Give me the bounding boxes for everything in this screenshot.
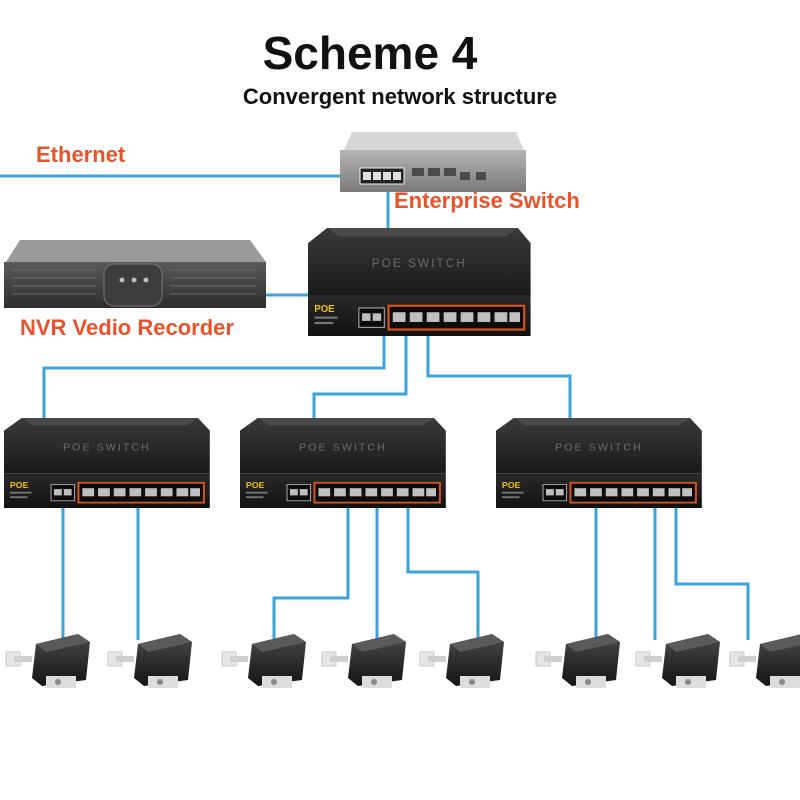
- camera-6: [535, 633, 621, 689]
- enterprise-switch-label: Enterprise Switch: [394, 188, 580, 213]
- camera-5: [419, 633, 505, 689]
- cables: [0, 174, 750, 640]
- camera-3: [221, 633, 307, 689]
- cable-cam-3: [272, 505, 350, 640]
- page-subtitle: Convergent network structure: [242, 84, 558, 109]
- cable-to-switch-right: [426, 335, 572, 418]
- nvr-recorder: [4, 240, 266, 308]
- camera-4: [321, 633, 407, 689]
- cable-to-switch-left: [42, 335, 386, 418]
- cable-cam-8: [674, 505, 750, 640]
- camera-1: [5, 633, 91, 689]
- page-title: Scheme 4: [262, 27, 478, 79]
- poe-switch-main: [306, 226, 532, 338]
- enterprise-switch: [340, 132, 526, 192]
- camera-8: [729, 633, 800, 689]
- camera-2: [107, 633, 193, 689]
- camera-7: [635, 633, 721, 689]
- poe-switch-middle: [239, 417, 447, 509]
- nvr-recorder-label: NVR Vedio Recorder: [20, 315, 234, 340]
- ethernet-label: Ethernet: [36, 142, 126, 167]
- poe-switch-left: [3, 417, 211, 509]
- cable-cam-5: [406, 505, 480, 640]
- poe-switch-right: [495, 417, 703, 509]
- cable-to-switch-middle: [312, 335, 408, 418]
